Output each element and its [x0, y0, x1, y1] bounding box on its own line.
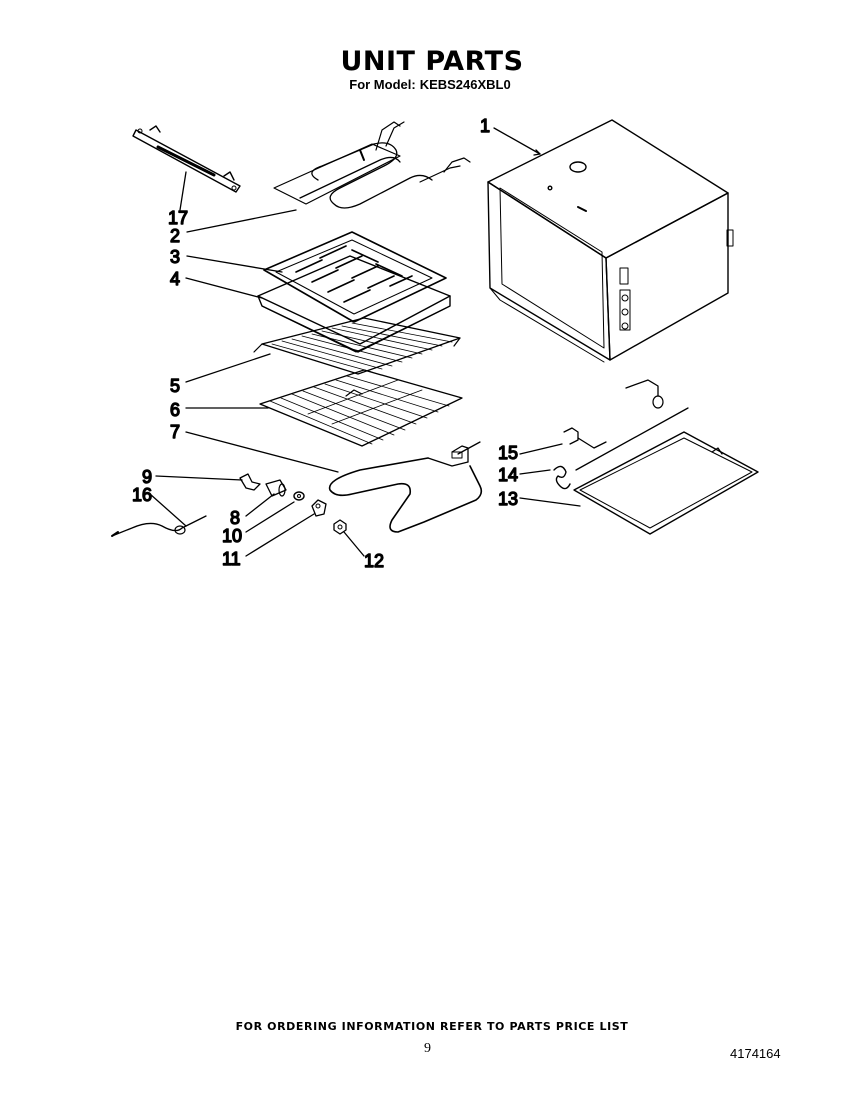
- callout-9: 9: [142, 467, 152, 487]
- part-oven-cavity: [488, 120, 733, 362]
- part-washer: [294, 492, 304, 500]
- part-oven-rack-lower: [260, 370, 462, 446]
- callout-14: 14: [498, 465, 518, 485]
- part-cylinder-connector: [266, 480, 286, 496]
- callout-7: 7: [170, 422, 180, 442]
- part-bracket-strip: [133, 126, 240, 192]
- part-spring-clip: [554, 466, 570, 488]
- part-broiler-grid: [264, 232, 446, 322]
- callout-13: 13: [498, 489, 518, 509]
- model-subtitle: For Model:KEBS246XBL0: [0, 77, 864, 92]
- callout-4: 4: [170, 269, 180, 289]
- part-bake-element: [330, 442, 482, 532]
- callout-8: 8: [230, 508, 240, 528]
- part-door-gasket: [574, 432, 758, 534]
- callout-11: 11: [222, 549, 241, 569]
- callout-6: 6: [170, 400, 180, 420]
- callout-1: 1: [480, 116, 490, 136]
- callout-16: 16: [132, 485, 152, 505]
- callout-17: 17: [168, 208, 188, 228]
- ordering-note: FOR ORDERING INFORMATION REFER TO PARTS …: [235, 1020, 629, 1033]
- page-title: UNIT PARTS: [340, 46, 524, 77]
- callout-10: 10: [222, 526, 242, 546]
- part-broil-element: [274, 122, 470, 208]
- callout-12: 12: [364, 551, 384, 571]
- document-number: 4174164: [730, 1046, 781, 1061]
- part-small-bracket: [240, 474, 260, 490]
- model-label: For Model:: [349, 77, 416, 92]
- model-number: KEBS246XBL0: [419, 77, 511, 92]
- part-hinge-bracket: [564, 380, 688, 470]
- callout-3: 3: [170, 247, 180, 267]
- part-sensor-probe: [112, 516, 206, 536]
- part-oven-rack-upper: [254, 318, 460, 374]
- callout-15: 15: [498, 443, 518, 463]
- page-number: 9: [424, 1041, 431, 1056]
- callout-numbers: 1 2 3 4 5 6 7 8 9 10 11 12 13 14 15 16 1…: [131, 115, 518, 571]
- part-clip: [312, 500, 326, 516]
- leader-lines: [150, 128, 580, 556]
- callout-5: 5: [170, 376, 180, 396]
- callout-2: 2: [170, 226, 180, 246]
- part-nut: [334, 520, 346, 534]
